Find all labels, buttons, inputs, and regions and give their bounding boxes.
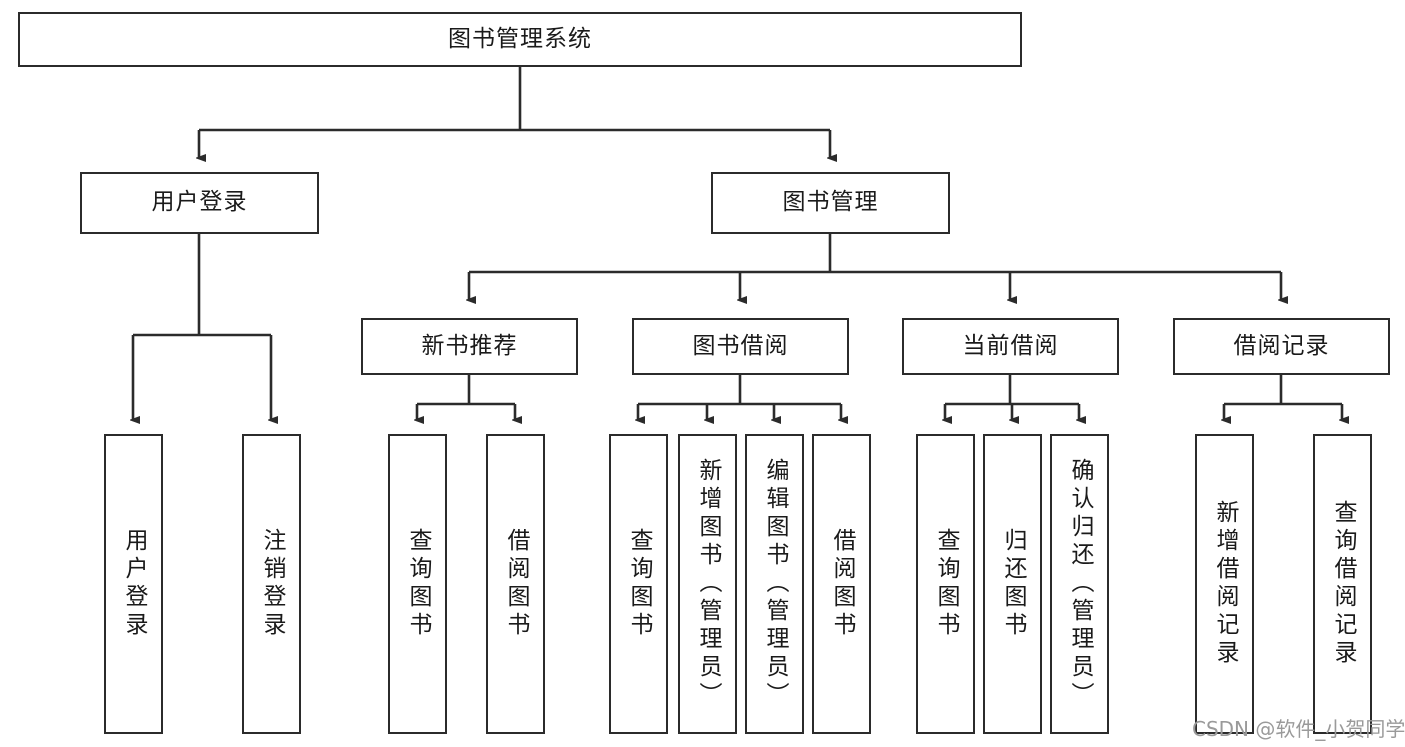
leaf-confirm-return-admin[interactable]: 确认归还（管理员） bbox=[1050, 434, 1109, 734]
leaf-add-book-admin[interactable]: 新增图书（管理员） bbox=[678, 434, 737, 734]
node-borrow-record[interactable]: 借阅记录 bbox=[1173, 318, 1390, 375]
leaf-user-login[interactable]: 用户登录 bbox=[104, 434, 163, 734]
node-root-system[interactable]: 图书管理系统 bbox=[18, 12, 1022, 67]
node-label: 用户登录 bbox=[151, 189, 248, 216]
node-label: 编辑图书（管理员） bbox=[762, 458, 788, 710]
node-label: 新增图书（管理员） bbox=[695, 458, 721, 710]
node-label: 用户登录 bbox=[121, 528, 147, 640]
node-label: 归还图书 bbox=[1000, 528, 1026, 640]
leaf-query-book-current[interactable]: 查询图书 bbox=[916, 434, 975, 734]
watermark-csdn: CSDN @软件_小贺同学 bbox=[1192, 717, 1405, 741]
leaf-edit-book-admin[interactable]: 编辑图书（管理员） bbox=[745, 434, 804, 734]
node-label: 查询借阅记录 bbox=[1330, 500, 1356, 668]
leaf-query-book-new-rec[interactable]: 查询图书 bbox=[388, 434, 447, 734]
node-label: 新书推荐 bbox=[421, 332, 518, 359]
node-label: 查询图书 bbox=[933, 528, 959, 640]
node-label: 新增借阅记录 bbox=[1212, 500, 1238, 668]
node-user-login[interactable]: 用户登录 bbox=[80, 172, 319, 234]
leaf-borrow-book-new-rec[interactable]: 借阅图书 bbox=[486, 434, 545, 734]
node-label: 确认归还（管理员） bbox=[1067, 458, 1093, 710]
leaf-add-borrow-record[interactable]: 新增借阅记录 bbox=[1195, 434, 1254, 734]
node-current-borrow[interactable]: 当前借阅 bbox=[902, 318, 1119, 375]
node-new-book-recommend[interactable]: 新书推荐 bbox=[361, 318, 578, 375]
node-book-manage[interactable]: 图书管理 bbox=[711, 172, 950, 234]
leaf-query-borrow-record[interactable]: 查询借阅记录 bbox=[1313, 434, 1372, 734]
leaf-logout-login[interactable]: 注销登录 bbox=[242, 434, 301, 734]
leaf-return-book[interactable]: 归还图书 bbox=[983, 434, 1042, 734]
node-label: 当前借阅 bbox=[962, 332, 1059, 359]
node-label: 图书管理系统 bbox=[448, 25, 592, 52]
node-label: 借阅图书 bbox=[503, 528, 529, 640]
node-label: 图书管理 bbox=[782, 189, 879, 216]
node-label: 注销登录 bbox=[259, 528, 285, 640]
node-label: 借阅图书 bbox=[829, 528, 855, 640]
node-label: 图书借阅 bbox=[692, 332, 789, 359]
node-label: 查询图书 bbox=[405, 528, 431, 640]
node-book-borrow[interactable]: 图书借阅 bbox=[632, 318, 849, 375]
leaf-borrow-book-borrow[interactable]: 借阅图书 bbox=[812, 434, 871, 734]
node-label: 借阅记录 bbox=[1233, 332, 1330, 359]
leaf-query-book-borrow[interactable]: 查询图书 bbox=[609, 434, 668, 734]
node-label: 查询图书 bbox=[626, 528, 652, 640]
